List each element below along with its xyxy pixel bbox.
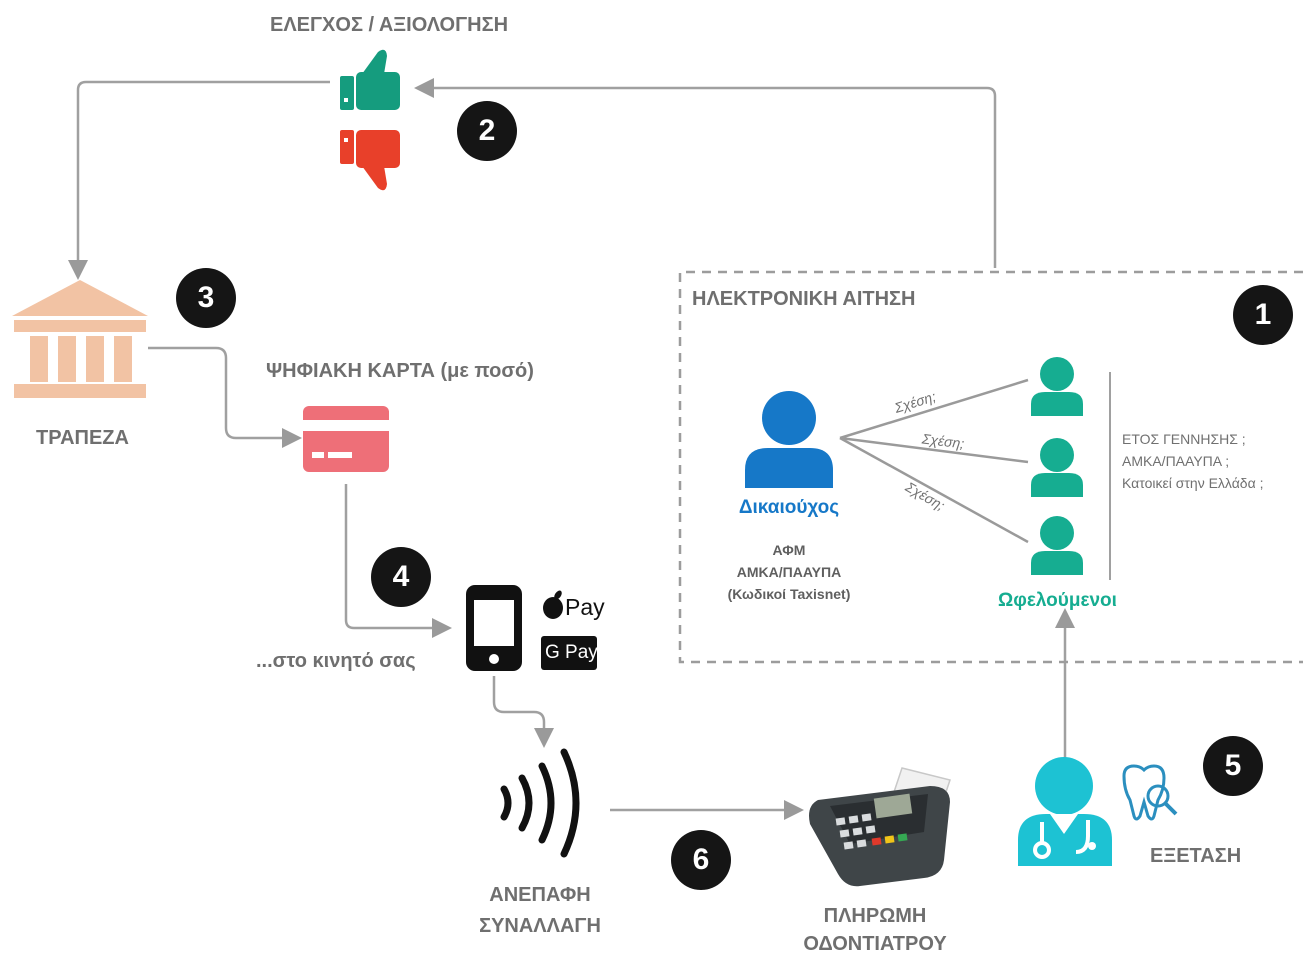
exam-title: ΕΞΕΤΑΣΗ (1150, 845, 1242, 867)
payment-title-line2: ΟΔΟΝΤΙΑΤΡΟΥ (803, 933, 947, 955)
step-badge-3: 3 (176, 268, 236, 328)
arrow-card-to-mobile (344, 484, 452, 638)
relation-lines (839, 378, 1029, 544)
beneficiaries-label: Ωφελούμενοι (998, 590, 1117, 611)
arrow-bank-to-card (148, 346, 302, 448)
holder-label: Δικαιούχος (738, 497, 840, 518)
arrow-mobile-to-contactless (492, 676, 554, 748)
google-pay-label: G Pay (545, 642, 598, 663)
holder-info-line2: ΑΜΚΑ/ΠΑΑΥΠΑ (736, 564, 842, 580)
apple-logo-icon (543, 590, 563, 619)
arrow-review-to-bank (68, 80, 330, 280)
thumbs-up-icon (340, 49, 400, 110)
tooth-magnifier-icon (1122, 764, 1178, 821)
doctor-icon (1018, 757, 1112, 866)
google-pay-badge (541, 636, 597, 670)
holder-info-line1: ΑΦΜ (772, 542, 806, 558)
step-badge-2: 2 (457, 101, 517, 161)
beneficiary-info-line2: ΑΜΚΑ/ΠΑΑΥΠΑ ; (1122, 453, 1230, 469)
bank-title: ΤΡΑΠΕΖΑ (36, 427, 129, 449)
application-title: ΗΛΕΚΤΡΟΝΙΚΗ ΑΙΤΗΣΗ (692, 288, 916, 310)
beneficiary-info-line3: Κατοικεί στην Ελλάδα ; (1122, 475, 1264, 491)
step-badge-5: 5 (1203, 736, 1263, 796)
step-badge-4: 4 (371, 547, 431, 607)
thumbs-down-icon (340, 130, 400, 191)
application-box (678, 270, 1303, 664)
bank-icon (12, 280, 148, 398)
pos-terminal-icon (809, 767, 951, 887)
contactless-title-line2: ΣΥΝΑΛΛΑΓΗ (479, 915, 601, 937)
holder-info-line3: (Κωδικοί Taxisnet) (727, 586, 851, 602)
card-title: ΨΗΦΙΑΚΗ ΚΑΡΤΑ (με ποσό) (266, 360, 534, 382)
beneficiary-person-icon-1 (1031, 357, 1083, 416)
mobile-title: ...στο κινητό σας (256, 650, 416, 672)
payment-title-line1: ΠΛΗΡΩΜΗ (823, 905, 927, 927)
credit-card-icon (303, 406, 389, 472)
review-title: ΕΛΕΓΧΟΣ / ΑΞΙΟΛΟΓΗΣΗ (270, 14, 509, 36)
beneficiary-info-line1: ΕΤΟΣ ΓΕΝΝΗΣΗΣ ; (1122, 431, 1246, 447)
arrow-application-to-review (414, 78, 997, 268)
holder-person-icon (745, 391, 833, 488)
contactless-title-line1: ΑΝΕΠΑΦΗ (489, 884, 591, 906)
contactless-icon (500, 748, 580, 858)
step-badge-6: 6 (671, 830, 731, 890)
beneficiary-person-icon-3 (1031, 516, 1083, 575)
beneficiary-person-icon-2 (1031, 438, 1083, 497)
smartphone-icon (466, 585, 522, 671)
apple-pay-label: Pay (565, 594, 605, 620)
step-badge-1: 1 (1233, 285, 1293, 345)
